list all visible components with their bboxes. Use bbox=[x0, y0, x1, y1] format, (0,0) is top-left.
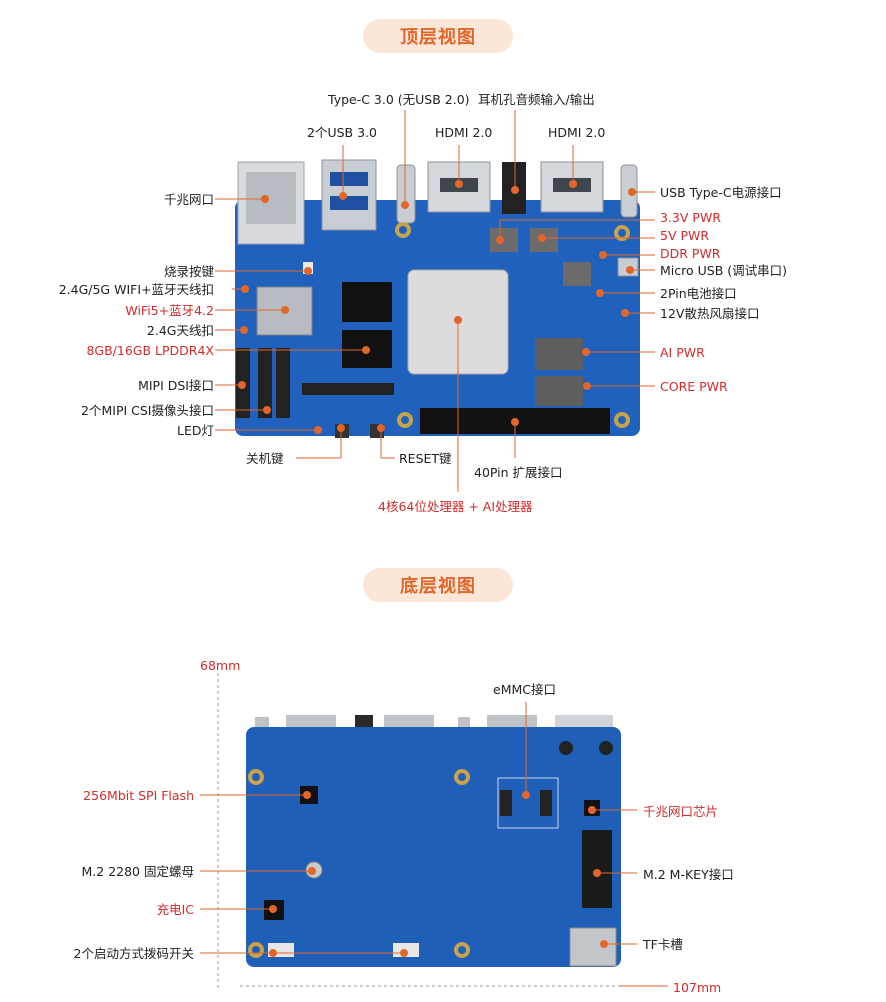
label-pwr5: 5V PWR bbox=[660, 228, 710, 243]
mipi-csi-connector-1 bbox=[258, 348, 272, 418]
label-micro-usb: Micro USB (调试串口) bbox=[660, 263, 788, 278]
label-pwr33: 3.3V PWR bbox=[660, 210, 721, 225]
label-battery: 2Pin电池接口 bbox=[660, 286, 737, 301]
label-antenna24: 2.4G天线扣 bbox=[146, 323, 214, 338]
label-hdmi-b: HDMI 2.0 bbox=[548, 125, 606, 140]
label-audio: 耳机孔音频输入/输出 bbox=[478, 92, 595, 107]
bottom-pcb bbox=[246, 727, 621, 967]
label-usbc-power: USB Type-C电源接口 bbox=[660, 185, 782, 200]
inductor-ddr bbox=[563, 262, 591, 286]
label-tf-slot: TF卡槽 bbox=[643, 937, 683, 952]
bottom-view-title: 底层视图 bbox=[363, 568, 513, 602]
label-lpddr: 8GB/16GB LPDDR4X bbox=[86, 343, 214, 358]
label-burn-key: 烧录按键 bbox=[163, 264, 214, 279]
label-core-pwr: CORE PWR bbox=[660, 379, 728, 394]
label-processor: 4核64位处理器 + AI处理器 bbox=[378, 499, 533, 514]
ram-chip-1 bbox=[342, 282, 392, 322]
label-hdmi-a: HDMI 2.0 bbox=[435, 125, 493, 140]
tf-slot bbox=[569, 927, 617, 967]
label-fan: 12V散热风扇接口 bbox=[660, 306, 760, 321]
label-ai-pwr: AI PWR bbox=[660, 345, 705, 360]
top-view-title: 顶层视图 bbox=[363, 19, 513, 53]
label-gigabit: 千兆网口 bbox=[163, 192, 214, 207]
label-wifi-antenna: 2.4G/5G WIFI+蓝牙天线扣 bbox=[58, 282, 214, 297]
label-led: LED灯 bbox=[177, 423, 214, 438]
label-eth-chip: 千兆网口芯片 bbox=[643, 804, 719, 819]
camera-fpc bbox=[302, 383, 394, 395]
inductor-core bbox=[535, 376, 583, 406]
label-m2-nut: M.2 2280 固定螺母 bbox=[81, 864, 194, 879]
label-spi-flash: 256Mbit SPI Flash bbox=[83, 788, 194, 803]
label-usb30: 2个USB 3.0 bbox=[307, 125, 377, 140]
label-reset-key: RESET键 bbox=[399, 451, 452, 466]
label-charge-ic: 充电IC bbox=[156, 902, 194, 917]
label-mipi-dsi: MIPI DSI接口 bbox=[138, 378, 214, 393]
label-gpio40: 40Pin 扩展接口 bbox=[474, 465, 563, 480]
label-emmc: eMMC接口 bbox=[493, 682, 556, 697]
label-height-dim: 68mm bbox=[200, 658, 241, 673]
mipi-csi-connector-2 bbox=[276, 348, 290, 418]
inductor-ai bbox=[535, 338, 583, 370]
label-wifi-bt: WiFi5+蓝牙4.2 bbox=[125, 303, 214, 318]
label-mipi-csi: 2个MIPI CSI摄像头接口 bbox=[81, 403, 214, 418]
label-m2-key: M.2 M-KEY接口 bbox=[643, 867, 734, 882]
usb30-stack bbox=[321, 159, 377, 231]
label-boot-switch: 2个启动方式拨码开关 bbox=[73, 946, 194, 961]
label-width-dim: 107mm bbox=[673, 980, 722, 995]
label-ddr-pwr: DDR PWR bbox=[660, 246, 721, 261]
label-power-key: 关机键 bbox=[246, 451, 284, 466]
label-typec30: Type-C 3.0 (无USB 2.0) bbox=[328, 92, 470, 107]
